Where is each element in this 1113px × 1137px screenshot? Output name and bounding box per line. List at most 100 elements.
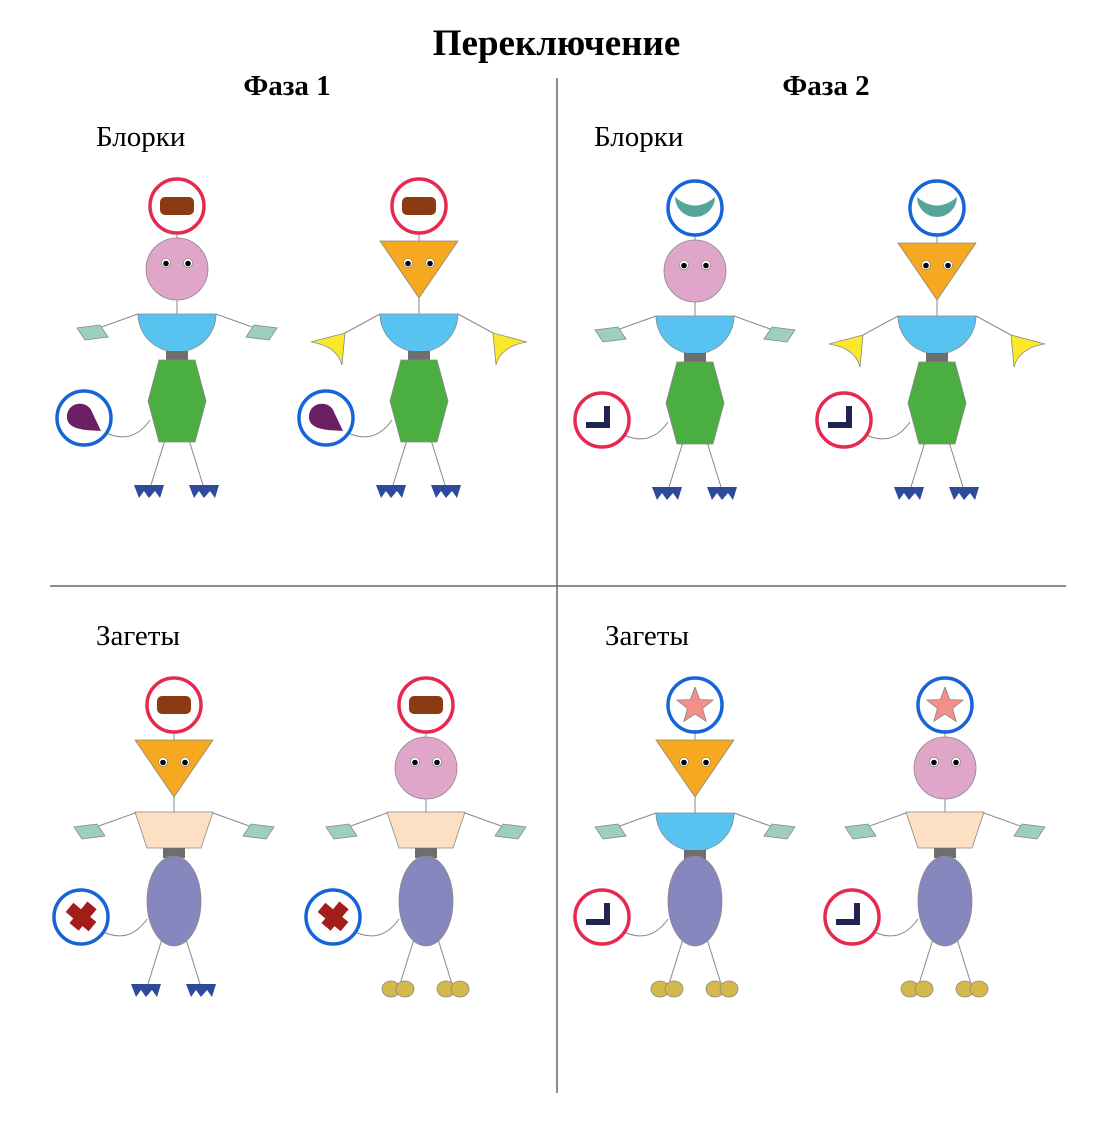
diamond-hand — [763, 823, 796, 840]
left-leg — [399, 938, 415, 985]
figure-phase1-group2-1 — [52, 676, 275, 997]
brown-bar-icon — [157, 696, 191, 714]
tail-line — [871, 918, 919, 937]
pupil — [923, 262, 929, 269]
pupil — [953, 759, 959, 766]
blob-foot — [719, 980, 739, 998]
phase-2-heading: Фаза 2 — [782, 70, 870, 102]
tail-line — [100, 918, 148, 937]
hexagon-body — [389, 359, 449, 443]
left-leg — [147, 938, 163, 985]
right-leg — [437, 938, 453, 985]
item-ring — [573, 391, 631, 449]
left-arm — [616, 315, 657, 331]
claw-foot — [186, 984, 216, 997]
pupil — [185, 260, 191, 267]
figure-phase1-group2-2 — [304, 676, 527, 998]
right-arm — [975, 315, 1012, 336]
left-arm — [95, 812, 136, 828]
right-arm — [457, 313, 494, 334]
left-leg — [392, 439, 408, 486]
diamond-hand — [763, 326, 796, 343]
diamond-hand — [494, 823, 527, 840]
heart-shape — [69, 909, 91, 931]
brown-bar-icon — [402, 197, 436, 215]
star-icon — [675, 685, 715, 723]
right-arm — [212, 812, 253, 828]
blob-foot — [664, 980, 684, 998]
heart-icon — [317, 901, 349, 932]
bowl-torso — [137, 313, 217, 353]
left-leg — [150, 439, 166, 486]
right-arm — [733, 315, 774, 331]
left-arm — [347, 812, 388, 828]
diamond-hand — [242, 823, 275, 840]
pupil — [434, 759, 440, 766]
round-head — [663, 239, 727, 303]
pupil — [405, 260, 411, 267]
pupil — [703, 759, 709, 766]
group-label-p2-blorki: Блорки — [594, 121, 684, 153]
diagram-title: Переключение — [432, 23, 681, 64]
right-leg — [185, 938, 201, 985]
triangle-head — [379, 240, 459, 299]
pupil — [931, 759, 937, 766]
pupil — [163, 260, 169, 267]
hexagon-body — [907, 361, 967, 445]
trapezoid-torso — [134, 811, 214, 849]
brown-bar-icon — [160, 197, 194, 215]
blob-foot — [969, 980, 989, 998]
sail-hand — [1010, 334, 1046, 368]
left-arm — [862, 315, 899, 336]
hexagon-body — [147, 359, 207, 443]
left-leg — [668, 441, 684, 488]
tail-line — [621, 421, 669, 440]
round-head — [145, 237, 209, 301]
left-leg — [668, 938, 684, 985]
brown-bar-icon — [409, 696, 443, 714]
blob-foot — [914, 980, 934, 998]
oval-body — [398, 855, 454, 947]
pupil — [182, 759, 188, 766]
neck-block — [926, 353, 948, 363]
item-ring — [823, 888, 881, 946]
tail-line — [345, 419, 393, 438]
left-arm — [616, 812, 657, 828]
crescent-icon — [917, 197, 957, 217]
neck-block — [934, 848, 956, 858]
diamond-hand — [325, 823, 358, 840]
tail-line — [103, 419, 151, 438]
pupil — [427, 260, 433, 267]
left-arm — [866, 812, 907, 828]
diamond-hand — [1013, 823, 1046, 840]
figure-phase2-group1-1 — [573, 179, 796, 500]
sail-hand — [492, 332, 528, 366]
neck-block — [408, 351, 430, 361]
blob-foot — [450, 980, 470, 998]
group-label-p1-zagety: Загеты — [96, 620, 180, 652]
bowl-torso — [379, 313, 459, 353]
pupil — [412, 759, 418, 766]
claw-foot — [652, 487, 682, 500]
claw-foot — [707, 487, 737, 500]
bowl-torso — [655, 812, 735, 852]
bowl-torso — [897, 315, 977, 355]
crescent-icon — [675, 197, 715, 217]
right-leg — [956, 938, 972, 985]
bowl-torso — [655, 315, 735, 355]
right-arm — [464, 812, 505, 828]
right-leg — [430, 439, 446, 486]
heart-icon — [65, 901, 97, 932]
oval-body — [667, 855, 723, 947]
diamond-hand — [594, 326, 627, 343]
pupil — [703, 262, 709, 269]
figure-phase1-group1-1 — [55, 177, 278, 498]
neck-block — [415, 848, 437, 858]
group-label-p1-blorki: Блорки — [96, 121, 186, 153]
right-leg — [706, 938, 722, 985]
left-arm — [98, 313, 139, 329]
sail-hand — [828, 334, 864, 368]
round-head — [394, 736, 458, 800]
figure-phase2-group1-2 — [815, 179, 1046, 500]
